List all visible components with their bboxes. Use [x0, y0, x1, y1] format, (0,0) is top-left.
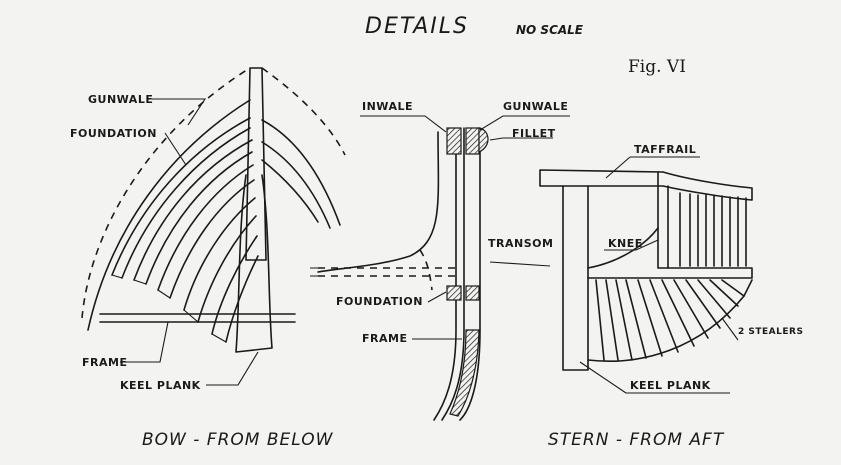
knee-label: KNEE: [608, 237, 643, 250]
section-inwale: [446, 127, 462, 155]
bow-keel-plank: [235, 174, 273, 353]
section-foundation-label: FOUNDATION: [336, 295, 423, 308]
inwale-label: INWALE: [362, 100, 413, 113]
stern-post: [562, 185, 589, 371]
bow-caption: BOW - FROM BELOW: [142, 430, 334, 450]
section-drawing: [310, 115, 570, 421]
bow-stem: [245, 67, 267, 261]
bow-frame-line: [99, 313, 296, 323]
bow-gunwale-outline-right: [261, 67, 346, 156]
figure-number: Fig. VI: [628, 57, 686, 77]
section-fillet: [478, 127, 489, 153]
fillet-label: FILLET: [512, 127, 556, 140]
stealers-label: 2 STEALERS: [738, 327, 803, 337]
bow-drawing: [81, 67, 346, 386]
stern-caption: STERN - FROM AFT: [548, 430, 725, 450]
stern-drawing: [489, 156, 753, 394]
stern-transom: [587, 171, 753, 279]
bow-frame-label: FRAME: [82, 356, 127, 369]
taffrail-label: TAFFRAIL: [634, 143, 696, 156]
gunwale-label: GUNWALE: [503, 100, 568, 113]
bow-gunwale-outline-left: [81, 67, 251, 319]
bow-keel-plank-label: KEEL PLANK: [120, 379, 201, 392]
section-foundation: [446, 285, 462, 301]
bow-outer-frame: [87, 99, 251, 331]
section-gunwale: [465, 127, 480, 155]
bow-gunwale-label: GUNWALE: [88, 93, 153, 106]
transom-label: TRANSOM: [488, 237, 553, 250]
details-title: DETAILS: [365, 14, 469, 39]
stern-keel-plank-label: KEEL PLANK: [630, 379, 711, 392]
section-frame-label: FRAME: [362, 332, 407, 345]
stern-hull-outline: [587, 279, 753, 362]
bow-foundation-label: FOUNDATION: [70, 127, 157, 140]
stern-knee: [587, 227, 659, 269]
stern-taffrail: [539, 169, 753, 201]
no-scale-note: NO SCALE: [516, 23, 584, 37]
section-frame-inner: [433, 131, 457, 421]
